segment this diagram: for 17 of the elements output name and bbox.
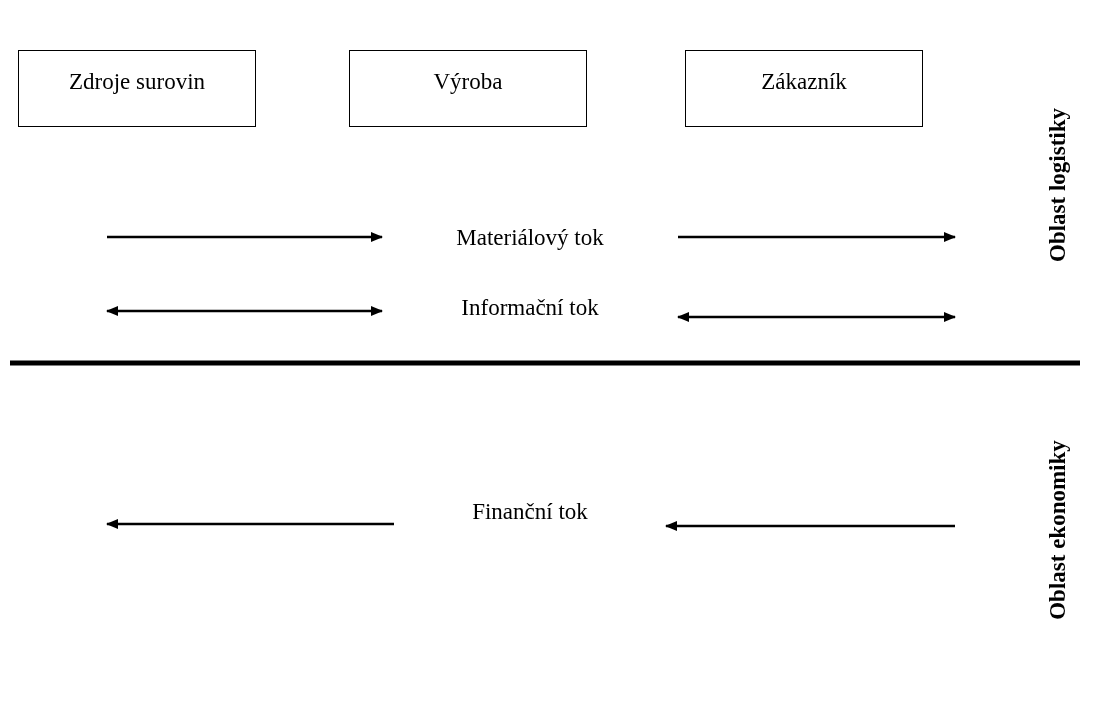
- flow-label: Materiálový tok: [456, 224, 604, 251]
- entity-name: Zákazník: [761, 69, 847, 95]
- arrow: [676, 312, 957, 322]
- entity-box: [18, 50, 256, 127]
- entity-name: Výroba: [433, 69, 503, 95]
- arrow: [678, 232, 957, 242]
- flow-label: Finanční tok: [472, 499, 588, 525]
- arrow: [105, 519, 394, 529]
- entity-name: Zdroje surovin: [68, 69, 206, 95]
- arrow: [107, 232, 384, 242]
- entity-box: [685, 50, 923, 127]
- arrow: [664, 521, 955, 531]
- arrow: [105, 306, 384, 316]
- flow-label: Informační tok: [461, 294, 599, 321]
- area-label: Oblast ekonomiky: [1044, 440, 1071, 620]
- area-label: Oblast logistiky: [1045, 108, 1071, 262]
- entity-box: [349, 50, 587, 127]
